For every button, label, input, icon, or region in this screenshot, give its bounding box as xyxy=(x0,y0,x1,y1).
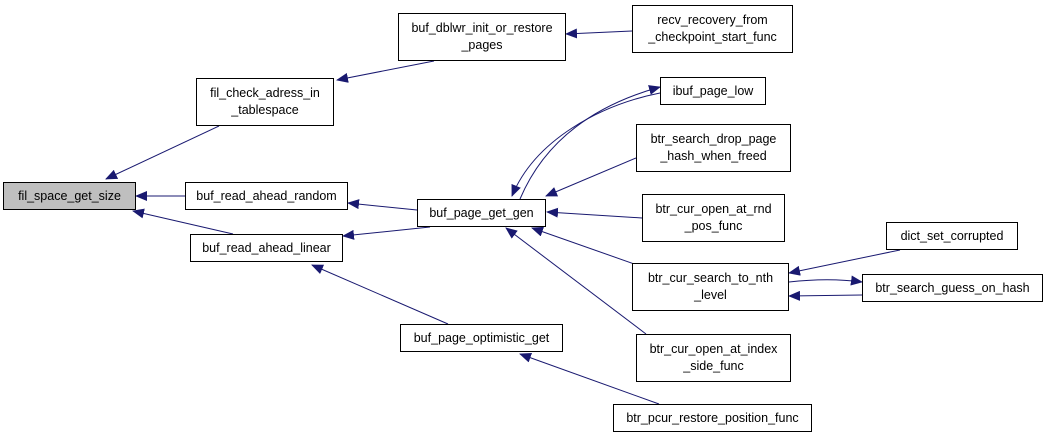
edge-dblwr-to-tablespace xyxy=(336,60,435,83)
node-btr-search-drop-page-hash-when-freed[interactable]: btr_search_drop_page _hash_when_freed xyxy=(636,124,791,172)
edge-nth-to-getgen xyxy=(531,226,641,267)
edge-optimistic-to-linear xyxy=(311,264,449,325)
edge-getgen-to-linear xyxy=(342,226,431,240)
node-btr-pcur-restore-position-func[interactable]: btr_pcur_restore_position_func xyxy=(613,404,812,432)
edge-nth-to-guess xyxy=(788,275,863,286)
edge-tablespace-to-size xyxy=(105,125,220,180)
node-buf-page-get-gen[interactable]: buf_page_get_gen xyxy=(417,199,546,227)
node-dict-set-corrupted[interactable]: dict_set_corrupted xyxy=(886,222,1018,250)
edge-guess-to-nth xyxy=(788,290,863,301)
edge-ibuf-to-getgen xyxy=(511,92,661,197)
node-recv-recovery-from-checkpoint-start-func[interactable]: recv_recovery_from _checkpoint_start_fun… xyxy=(632,5,793,53)
node-buf-page-optimistic-get[interactable]: buf_page_optimistic_get xyxy=(400,324,563,352)
node-buf-read-ahead-random[interactable]: buf_read_ahead_random xyxy=(185,182,348,210)
edge-getgen-to-random xyxy=(347,199,418,211)
node-btr-cur-open-at-index-side-func[interactable]: btr_cur_open_at_index _side_func xyxy=(636,334,791,382)
node-ibuf-page-low[interactable]: ibuf_page_low xyxy=(660,77,766,105)
node-fil-space-get-size[interactable]: fil_space_get_size xyxy=(3,182,136,210)
edge-getgen-to-ibuf xyxy=(519,85,661,200)
node-btr-search-guess-on-hash[interactable]: btr_search_guess_on_hash xyxy=(862,274,1043,302)
edge-rnd-to-getgen xyxy=(546,207,643,219)
edge-side-to-getgen xyxy=(505,227,647,335)
node-btr-cur-open-at-rnd-pos-func[interactable]: btr_cur_open_at_rnd _pos_func xyxy=(642,194,785,242)
edge-drop-to-getgen xyxy=(545,157,637,197)
edge-recv-to-dblwr xyxy=(565,28,633,39)
edge-pcur-to-optimistic xyxy=(519,353,660,405)
node-buf-read-ahead-linear[interactable]: buf_read_ahead_linear xyxy=(190,234,343,262)
node-buf-dblwr-init-or-restore-pages[interactable]: buf_dblwr_init_or_restore _pages xyxy=(398,13,566,61)
node-btr-cur-search-to-nth-level[interactable]: btr_cur_search_to_nth _level xyxy=(632,263,789,311)
edge-corrupted-to-nth xyxy=(788,249,901,276)
node-fil-check-adress-in-tablespace[interactable]: fil_check_adress_in _tablespace xyxy=(196,78,334,126)
edge-linear-to-size xyxy=(132,208,234,235)
